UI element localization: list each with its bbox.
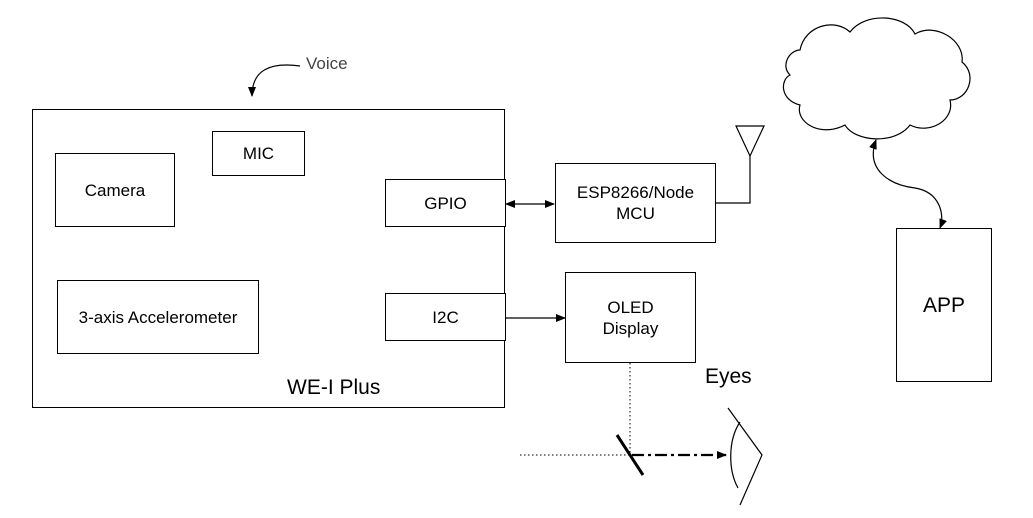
oled-line1: OLED bbox=[607, 297, 654, 317]
camera-block: Camera bbox=[55, 153, 175, 227]
i2c-block: I2C bbox=[385, 293, 506, 341]
antenna-icon bbox=[716, 125, 765, 204]
cloud-app-connector bbox=[869, 139, 947, 229]
gpio-block: GPIO bbox=[385, 179, 506, 227]
eyes-label: Eyes bbox=[705, 365, 752, 388]
accelerometer-block: 3-axis Accelerometer bbox=[57, 280, 259, 354]
wifi-module-block: ESP8266/Node MCU bbox=[555, 163, 716, 243]
oled-display-block: OLED Display bbox=[565, 272, 696, 363]
oled-line2: Display bbox=[602, 318, 659, 338]
voice-label: Voice bbox=[306, 54, 348, 73]
app-block: APP bbox=[896, 228, 992, 382]
wifi-module-line2: MCU bbox=[616, 204, 655, 223]
main-board-title: WE-I Plus bbox=[287, 376, 381, 399]
eye-icon bbox=[727, 407, 763, 506]
cloud-icon bbox=[782, 17, 971, 140]
mic-block: MIC bbox=[212, 131, 305, 176]
voice-arrow bbox=[248, 64, 301, 97]
wifi-module-line1: ESP8266/Node bbox=[576, 183, 695, 202]
beam-splitter bbox=[615, 434, 645, 476]
